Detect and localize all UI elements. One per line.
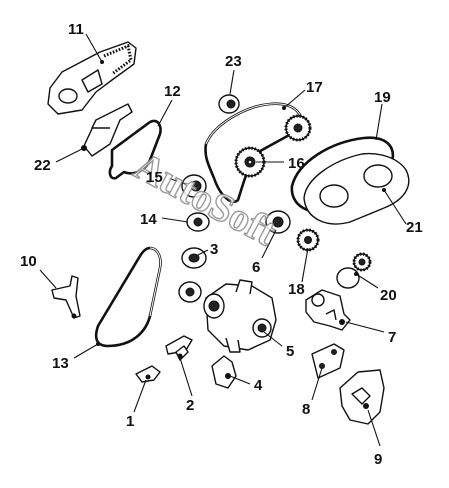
leader-6 <box>261 229 277 259</box>
leader-20-dot <box>354 272 358 276</box>
part-7-tensioner <box>305 289 351 331</box>
callout-10: 10 <box>20 253 37 270</box>
part-2-bracket <box>165 335 193 361</box>
callout-11: 11 <box>68 21 84 38</box>
callout-18: 18 <box>288 281 305 298</box>
callout-4: 4 <box>254 377 263 394</box>
leader-13-dot <box>96 342 100 346</box>
leader-lines <box>39 33 407 447</box>
callout-1: 1 <box>126 413 134 430</box>
leader-22 <box>55 147 85 163</box>
part-9-housing <box>339 369 385 425</box>
part-18-toothed-pulley <box>296 228 320 252</box>
callout-20: 20 <box>380 287 397 304</box>
leader-9 <box>367 409 381 447</box>
leader-1 <box>133 379 147 413</box>
callout-16: 16 <box>288 155 305 172</box>
leader-2 <box>179 357 193 397</box>
leader-14 <box>161 217 189 223</box>
leader-3 <box>195 249 209 257</box>
part-17-sprocket <box>284 114 312 142</box>
callout-15: 15 <box>146 169 163 186</box>
leader-7 <box>345 321 385 333</box>
leader-23 <box>229 69 235 95</box>
part-11-upper-timing-cover <box>47 41 137 115</box>
leader-8 <box>311 367 323 401</box>
part-16-tensioner-pulley <box>234 146 266 178</box>
part-8-plate <box>311 343 345 379</box>
callout-8: 8 <box>302 401 310 418</box>
leader-17-dot <box>282 106 286 110</box>
leader-21 <box>383 189 407 225</box>
part-13-drive-belt <box>94 246 162 348</box>
leader-15 <box>167 177 187 185</box>
leader-18 <box>301 247 309 283</box>
callout-5: 5 <box>286 343 294 360</box>
part-14-pulley <box>186 212 210 232</box>
callout-7: 7 <box>388 329 396 346</box>
callout-2: 2 <box>186 397 194 414</box>
callout-22: 22 <box>34 157 51 174</box>
part-4-mount <box>211 355 237 389</box>
leader-5 <box>263 331 283 347</box>
callout-17: 17 <box>306 79 323 96</box>
callout-21: 21 <box>406 219 423 236</box>
leader-21-dot <box>382 188 386 192</box>
leader-11 <box>85 33 103 63</box>
part-21-timing-cover <box>290 136 410 225</box>
leader-20 <box>355 273 379 289</box>
leader-12 <box>157 99 173 127</box>
part-23-roller <box>218 94 240 114</box>
callout-labels: 11 23 17 12 19 16 22 15 14 21 3 6 18 10 … <box>20 21 423 468</box>
leader-4 <box>229 375 251 385</box>
leader-13 <box>73 343 99 359</box>
part-15-idler-pulley <box>181 174 207 198</box>
part-12-belt <box>108 119 162 180</box>
leader-11-dot <box>100 60 104 64</box>
part-22-bracket <box>81 103 133 157</box>
callout-12: 12 <box>164 83 181 100</box>
callout-13: 13 <box>52 355 69 372</box>
leader-19 <box>375 103 383 141</box>
callout-9: 9 <box>374 451 382 468</box>
callout-23: 23 <box>225 53 242 70</box>
callout-3: 3 <box>210 241 218 258</box>
part-20-sprocket <box>336 252 372 289</box>
callout-14: 14 <box>140 211 157 228</box>
part-6-pulley <box>265 210 291 234</box>
leader-10 <box>39 269 57 289</box>
part-3-pulley <box>178 247 207 303</box>
part-5-pump-housing <box>203 279 277 353</box>
leader-17 <box>283 89 306 109</box>
callout-6: 6 <box>252 259 260 276</box>
part-10-bracket <box>51 275 81 319</box>
callout-19: 19 <box>374 89 391 106</box>
part-1-bracket <box>135 365 161 383</box>
